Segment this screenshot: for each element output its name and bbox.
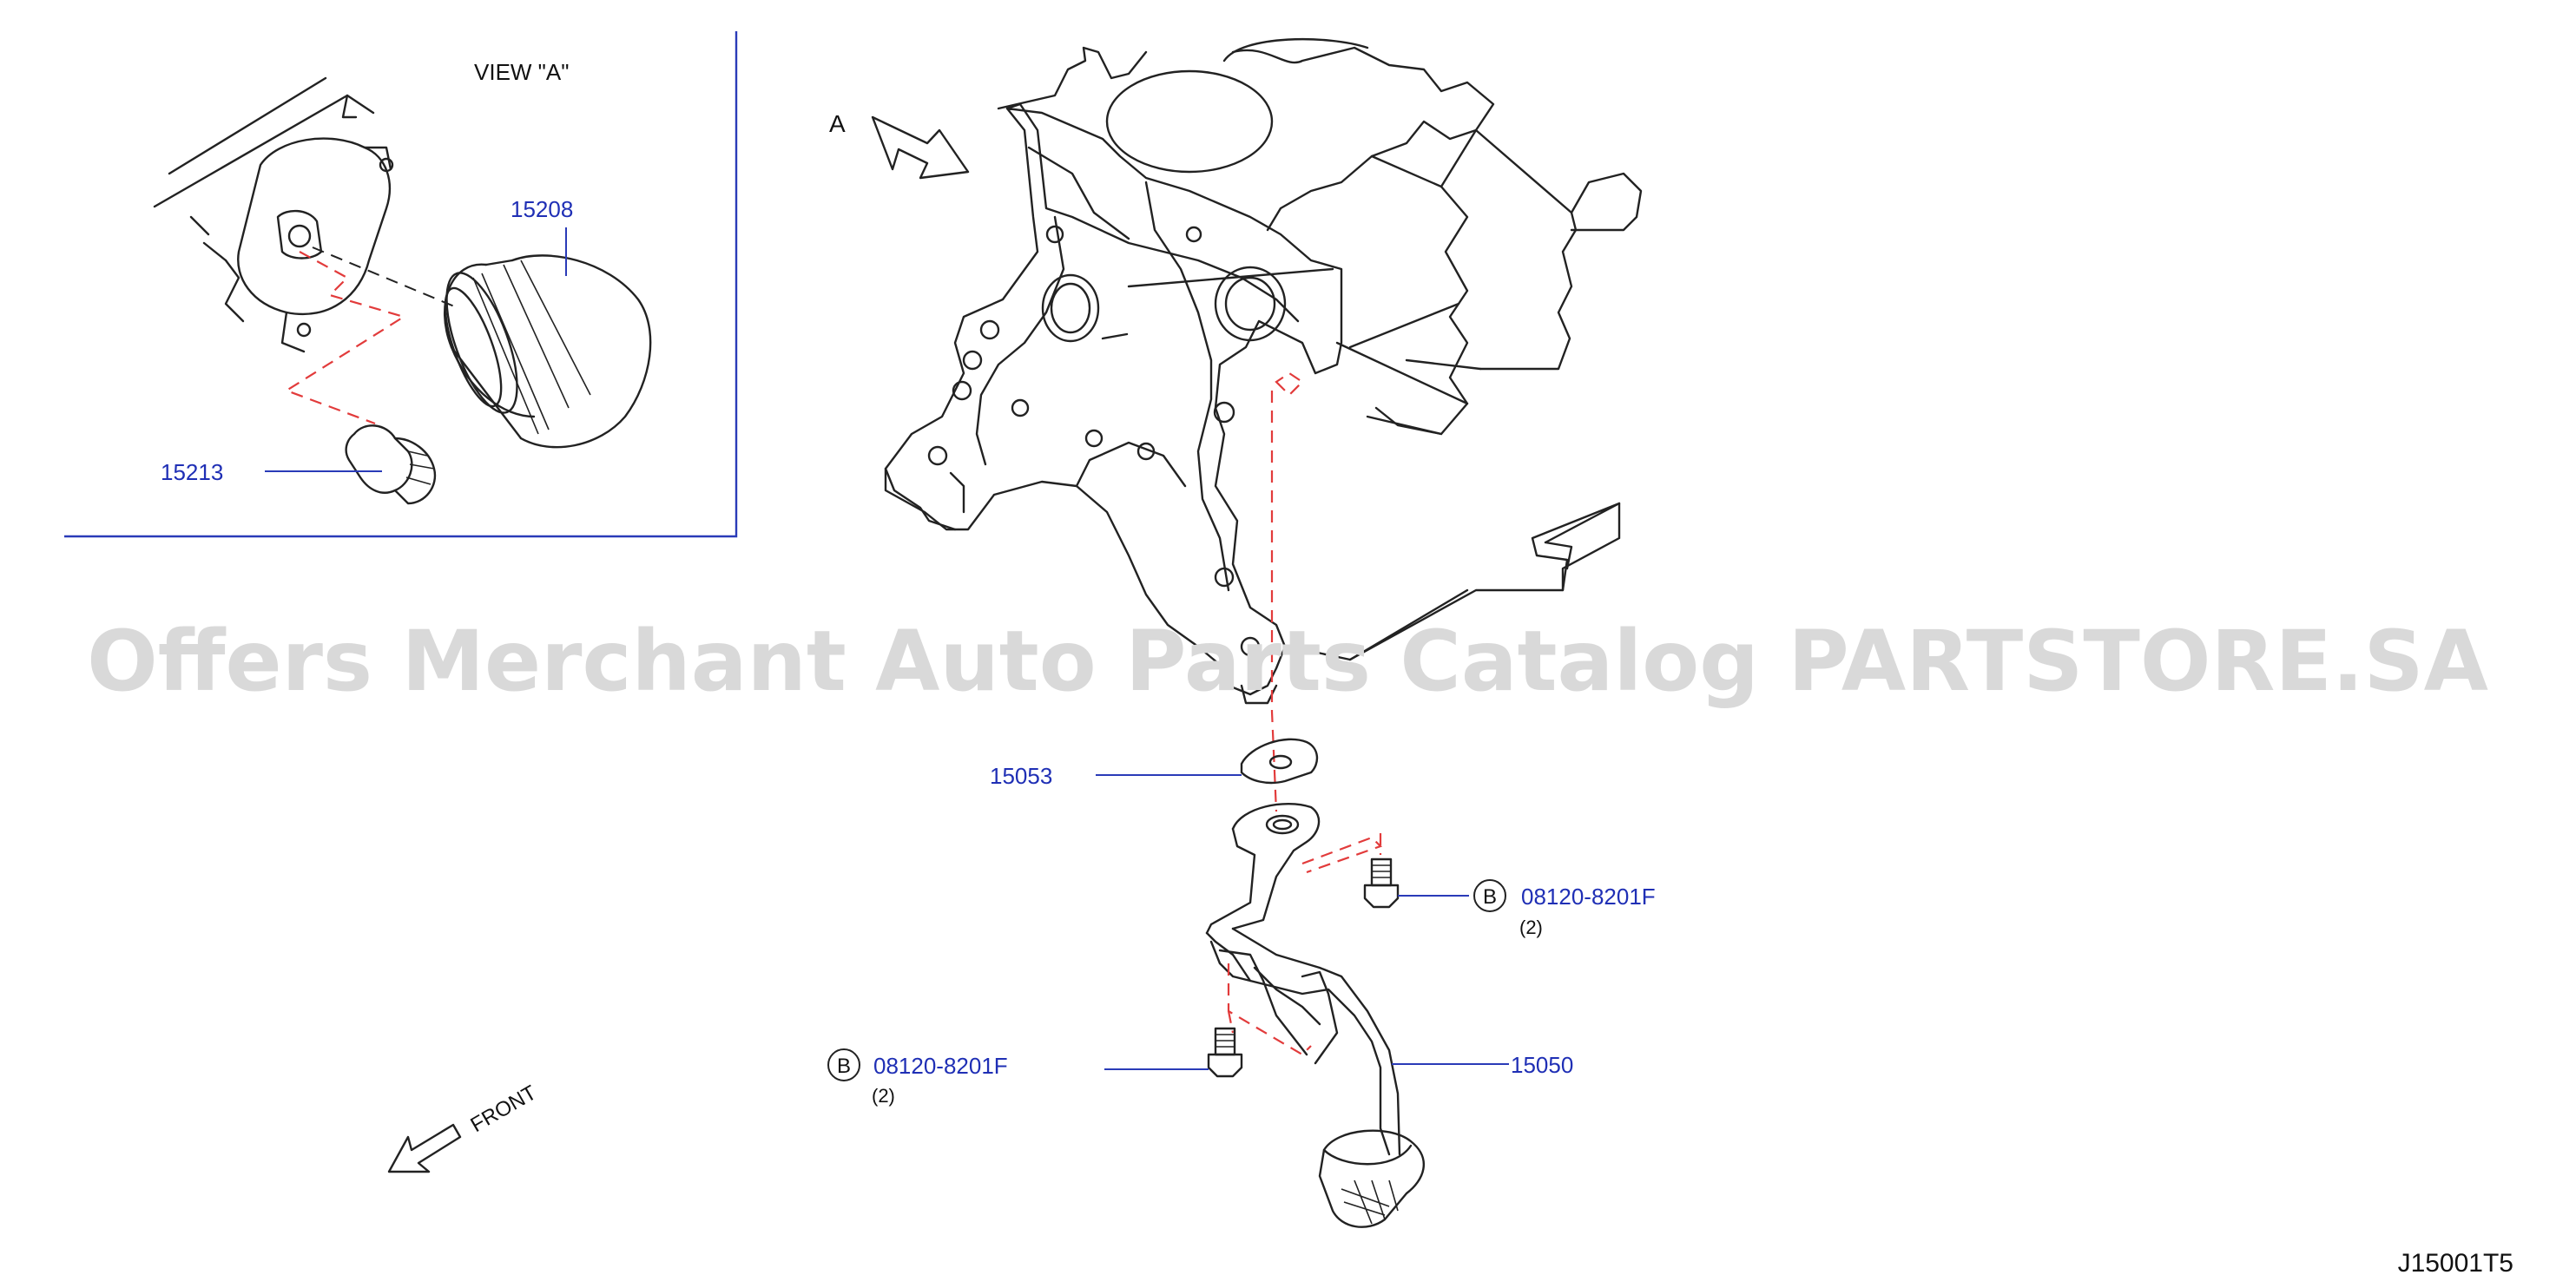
pickup-mount-dash: [1275, 371, 1304, 397]
diagram-code: J15001T5: [2398, 1249, 2513, 1278]
callout-15053[interactable]: 15053: [990, 763, 1052, 789]
bolt-lower: [1207, 1027, 1243, 1078]
callout-15208[interactable]: 15208: [511, 196, 573, 222]
bracket-dash-upper: [1301, 836, 1383, 874]
front-indicator: FRONT: [387, 1081, 541, 1173]
gasket-15053: 15053: [990, 738, 1319, 789]
badge-b-icon: [1473, 879, 1506, 912]
badge-b-icon: [827, 1048, 860, 1081]
badge-label: B: [837, 1055, 851, 1078]
callout-bolt-right[interactable]: B 08120-8201F (2): [1398, 879, 1656, 938]
view-arrow-icon: [871, 115, 970, 180]
bolt-upper: [1363, 858, 1400, 909]
bolt-left-qty: (2): [872, 1085, 895, 1107]
oil-strainer-15050: 15050: [1205, 802, 1573, 1228]
view-a-inset: VIEW "A": [64, 31, 738, 538]
watermark: Offers Merchant Auto Parts Catalog PARTS…: [87, 613, 2488, 710]
bracket-dash-lower: [1227, 963, 1312, 1056]
view-a-arrow: A: [829, 110, 970, 180]
front-label: FRONT: [467, 1081, 541, 1137]
bolt-right-qty: (2): [1519, 917, 1543, 938]
callout-15050[interactable]: 15050: [1511, 1052, 1573, 1078]
view-label: VIEW "A": [474, 59, 569, 85]
arrow-label: A: [829, 110, 846, 137]
engine-housing-sketch: [153, 76, 394, 353]
alignment-dash: [1270, 391, 1278, 812]
front-arrow-icon: [387, 1123, 462, 1173]
callout-15213[interactable]: 15213: [161, 459, 223, 485]
badge-label: B: [1483, 885, 1497, 909]
filter-axis-dash: [312, 246, 459, 309]
bolt-left-part[interactable]: 08120-8201F: [873, 1053, 1008, 1079]
oil-filter-15208: [444, 254, 652, 449]
engine-front-cover: [884, 37, 1643, 705]
bolt-right-part[interactable]: 08120-8201F: [1521, 884, 1656, 910]
connector-15213: [345, 424, 437, 505]
connector-dash: [284, 251, 406, 425]
inset-frame: [64, 31, 738, 538]
callout-bolt-left[interactable]: B 08120-8201F (2): [827, 1048, 1209, 1107]
bracket-dash-lower-v: [1227, 1010, 1235, 1034]
